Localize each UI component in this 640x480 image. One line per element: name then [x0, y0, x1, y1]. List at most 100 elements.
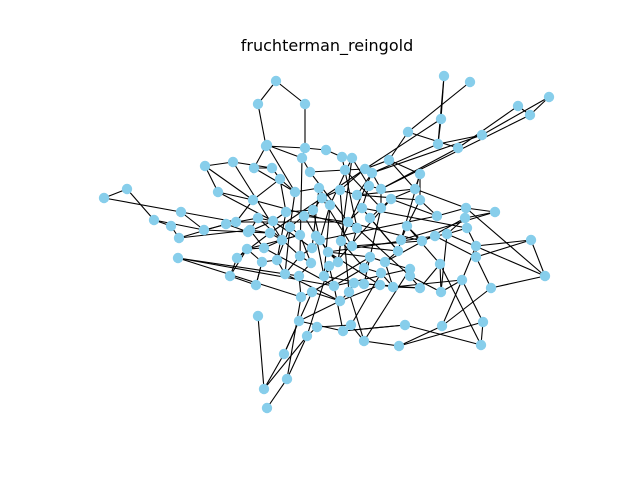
- graph-node: [489, 206, 501, 218]
- graph-node: [299, 142, 311, 154]
- graph-edge: [284, 226, 291, 275]
- graph-node: [512, 100, 524, 112]
- graph-node: [414, 194, 426, 206]
- graph-node: [435, 113, 447, 125]
- graph-edge: [530, 239, 546, 277]
- graph-edge: [414, 188, 467, 209]
- graph-edge: [400, 211, 496, 241]
- graph-node: [432, 138, 444, 150]
- graph-node: [281, 373, 293, 385]
- graph-edge: [177, 257, 300, 277]
- graph-edge: [475, 239, 532, 247]
- graph-edge: [388, 159, 416, 190]
- graph-node: [334, 295, 346, 307]
- graph-edge: [364, 118, 442, 170]
- graph-edge: [203, 229, 249, 233]
- graph-node: [459, 212, 471, 224]
- graph-edge: [319, 204, 331, 241]
- graph-node: [399, 319, 411, 331]
- graph-node: [165, 220, 177, 232]
- graph-node: [274, 173, 286, 185]
- graph-node: [295, 291, 307, 303]
- graph-node: [337, 325, 349, 337]
- graph-edge: [481, 96, 550, 136]
- node-layer: [98, 70, 555, 414]
- graph-node: [256, 256, 268, 268]
- graph-node: [524, 109, 536, 121]
- graph-node: [438, 70, 450, 82]
- graph-node: [334, 184, 346, 196]
- graph-edge: [329, 157, 353, 206]
- graph-node: [293, 315, 305, 327]
- graph-node: [322, 246, 334, 258]
- graph-edge: [333, 268, 411, 287]
- graph-edge: [263, 353, 285, 390]
- graph-edge: [103, 197, 182, 213]
- graph-node: [252, 98, 264, 110]
- graph-edge: [236, 232, 271, 259]
- graph-node: [231, 252, 243, 264]
- graph-node: [477, 316, 489, 328]
- graph-node: [270, 75, 282, 87]
- graph-title: fruchterman_reingold: [241, 36, 413, 56]
- graph-node: [227, 156, 239, 168]
- graph-node: [241, 243, 253, 255]
- graph-edge: [217, 191, 254, 201]
- graph-node: [358, 262, 370, 274]
- graph-node: [293, 270, 305, 282]
- graph-edge: [286, 296, 302, 380]
- graph-node: [393, 340, 405, 352]
- graph-node: [539, 270, 551, 282]
- graph-edge: [272, 220, 313, 249]
- graph-edge: [475, 256, 492, 289]
- graph-node: [414, 282, 426, 294]
- graph-edge: [434, 235, 477, 258]
- graph-edge: [177, 257, 302, 298]
- graph-node: [342, 216, 354, 228]
- graph-edge: [363, 268, 411, 342]
- graph-node: [525, 234, 537, 246]
- graph-edge: [311, 256, 371, 293]
- graph-node: [364, 251, 376, 263]
- graph-edge: [398, 321, 484, 347]
- graph-node: [452, 142, 464, 154]
- graph-node: [375, 202, 387, 214]
- graph-node: [320, 144, 332, 156]
- graph-node: [306, 242, 318, 254]
- graph-edge: [465, 207, 546, 277]
- graph-node: [383, 154, 395, 166]
- graph-node: [358, 335, 370, 347]
- graph-node: [395, 234, 407, 246]
- graph-node: [351, 189, 363, 201]
- graph-edge: [342, 324, 406, 332]
- graph-edge: [298, 300, 341, 322]
- graph-edge: [356, 227, 411, 277]
- graph-node: [316, 192, 328, 204]
- graph-node: [385, 193, 397, 205]
- graph-edge: [177, 257, 335, 287]
- graph-edge: [388, 131, 409, 161]
- graph-node: [346, 152, 358, 164]
- graph-node: [310, 230, 322, 242]
- graph-edge: [263, 335, 308, 390]
- graph-edge: [369, 217, 399, 252]
- graph-node: [289, 186, 301, 198]
- graph-node: [299, 98, 311, 110]
- graph-node: [366, 167, 378, 179]
- graph-node: [436, 320, 448, 332]
- graph-node: [252, 310, 264, 322]
- graph-edge: [437, 134, 483, 145]
- graph-node: [261, 402, 273, 414]
- graph-node: [475, 339, 487, 351]
- graph-node: [348, 277, 360, 289]
- graph-edge: [461, 245, 477, 281]
- graph-node: [307, 204, 319, 216]
- graph-node: [175, 206, 187, 218]
- graph-node: [173, 232, 185, 244]
- graph-edge: [339, 284, 381, 302]
- graph-node: [335, 235, 347, 247]
- graph-node: [220, 218, 232, 230]
- graph-edge: [153, 219, 205, 231]
- graph-edge: [457, 105, 519, 149]
